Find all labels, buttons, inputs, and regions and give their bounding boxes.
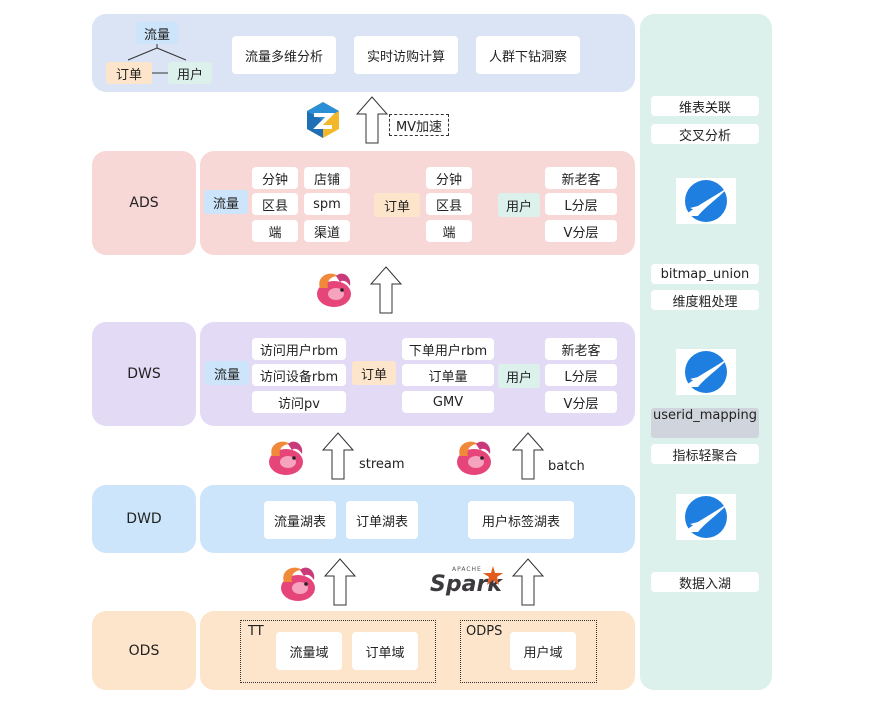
ads-user-v-tier: V分层 — [545, 220, 617, 242]
side-bitmap-union: bitmap_union — [651, 264, 759, 284]
starrocks-logo-icon — [676, 349, 736, 395]
dwd-order-lake-table: 订单湖表 — [346, 501, 418, 539]
dws-user-l-tier: L分层 — [545, 364, 617, 386]
dws-metric-order-user: 下单用户rbm — [402, 338, 494, 360]
tree-root-traffic: 流量 — [136, 22, 178, 44]
ods-odps-label: ODPS — [466, 624, 503, 639]
spark-small-label: APACHE — [452, 566, 482, 573]
starrocks-logo-icon — [676, 178, 736, 224]
up-arrow-icon — [370, 266, 402, 314]
ods-traffic-domain: 流量域 — [276, 632, 342, 670]
spark-logo-icon: APACHE Spark — [430, 566, 506, 602]
ods-tt-group — [240, 620, 436, 683]
ads-user-new-old: 新老客 — [545, 167, 617, 189]
side-cross-analysis: 交叉分析 — [651, 124, 759, 144]
app-traffic-analysis: 流量多维分析 — [232, 36, 336, 74]
ads-user-l-tier: L分层 — [545, 193, 617, 215]
dws-user-tag: 用户 — [498, 364, 540, 388]
up-arrow-icon — [322, 432, 354, 480]
layer-ods: ODS — [92, 611, 196, 690]
ads-dim-terminal: 端 — [252, 220, 298, 242]
side-dim-join: 维表关联 — [651, 96, 759, 116]
layer-ads: ADS — [92, 151, 196, 255]
hologres-logo-icon — [307, 102, 339, 138]
ads-traffic-tag: 流量 — [204, 190, 248, 214]
ods-user-domain: 用户域 — [510, 632, 576, 670]
ads-order-terminal: 端 — [426, 220, 472, 242]
up-arrow-icon — [512, 432, 544, 480]
dws-metric-visit-device: 访问设备rbm — [252, 364, 346, 386]
up-arrow-icon — [356, 96, 388, 144]
dws-metric-order-count: 订单量 — [402, 364, 494, 386]
layer-dwd: DWD — [92, 485, 196, 553]
dws-metric-visit-pv: 访问pv — [252, 391, 346, 413]
flink-squirrel-icon — [457, 441, 491, 475]
side-metric-light-agg: 指标轻聚合 — [651, 444, 759, 464]
dws-user-v-tier: V分层 — [545, 391, 617, 413]
up-arrow-icon — [324, 558, 356, 606]
ads-dim-shop: 店铺 — [304, 167, 350, 189]
stream-label: stream — [359, 457, 405, 472]
side-userid-mapping: userid_mapping — [651, 408, 759, 438]
dwd-user-tag-lake-table: 用户标签湖表 — [468, 501, 574, 539]
app-crowd-drilldown: 人群下钻洞察 — [476, 36, 580, 74]
side-dim-coarse: 维度粗处理 — [651, 290, 759, 310]
ods-tt-label: TT — [248, 624, 264, 639]
flink-squirrel-icon — [269, 441, 303, 475]
dwd-traffic-lake-table: 流量湖表 — [264, 501, 336, 539]
ods-order-domain: 订单域 — [352, 632, 418, 670]
tree-left-order: 订单 — [106, 62, 152, 84]
dws-traffic-tag: 流量 — [205, 361, 249, 385]
ads-dim-minute: 分钟 — [252, 167, 298, 189]
mv-accel-label: MV加速 — [389, 114, 449, 136]
dws-metric-gmv: GMV — [402, 391, 494, 413]
ads-dim-channel: 渠道 — [304, 220, 350, 242]
dws-order-tag: 订单 — [352, 361, 396, 385]
batch-label: batch — [548, 459, 585, 474]
layer-dws: DWS — [92, 322, 196, 426]
tree-right-user: 用户 — [168, 62, 212, 84]
ads-user-tag: 用户 — [498, 193, 540, 217]
ads-order-tag: 订单 — [374, 193, 420, 217]
side-data-ingest: 数据入湖 — [651, 572, 759, 592]
dws-metric-visit-user: 访问用户rbm — [252, 338, 346, 360]
dws-user-new-old: 新老客 — [545, 338, 617, 360]
starrocks-logo-icon — [676, 494, 736, 540]
ods-odps-group — [460, 620, 597, 683]
flink-squirrel-icon — [281, 567, 315, 601]
ads-order-district: 区县 — [426, 193, 472, 215]
ads-order-minute: 分钟 — [426, 167, 472, 189]
ads-dim-spm: spm — [304, 193, 350, 215]
ads-dim-district: 区县 — [252, 193, 298, 215]
tree-connector — [127, 44, 187, 74]
up-arrow-icon — [512, 558, 544, 606]
app-realtime-purchase: 实时访购计算 — [354, 36, 458, 74]
flink-squirrel-icon — [317, 273, 351, 307]
